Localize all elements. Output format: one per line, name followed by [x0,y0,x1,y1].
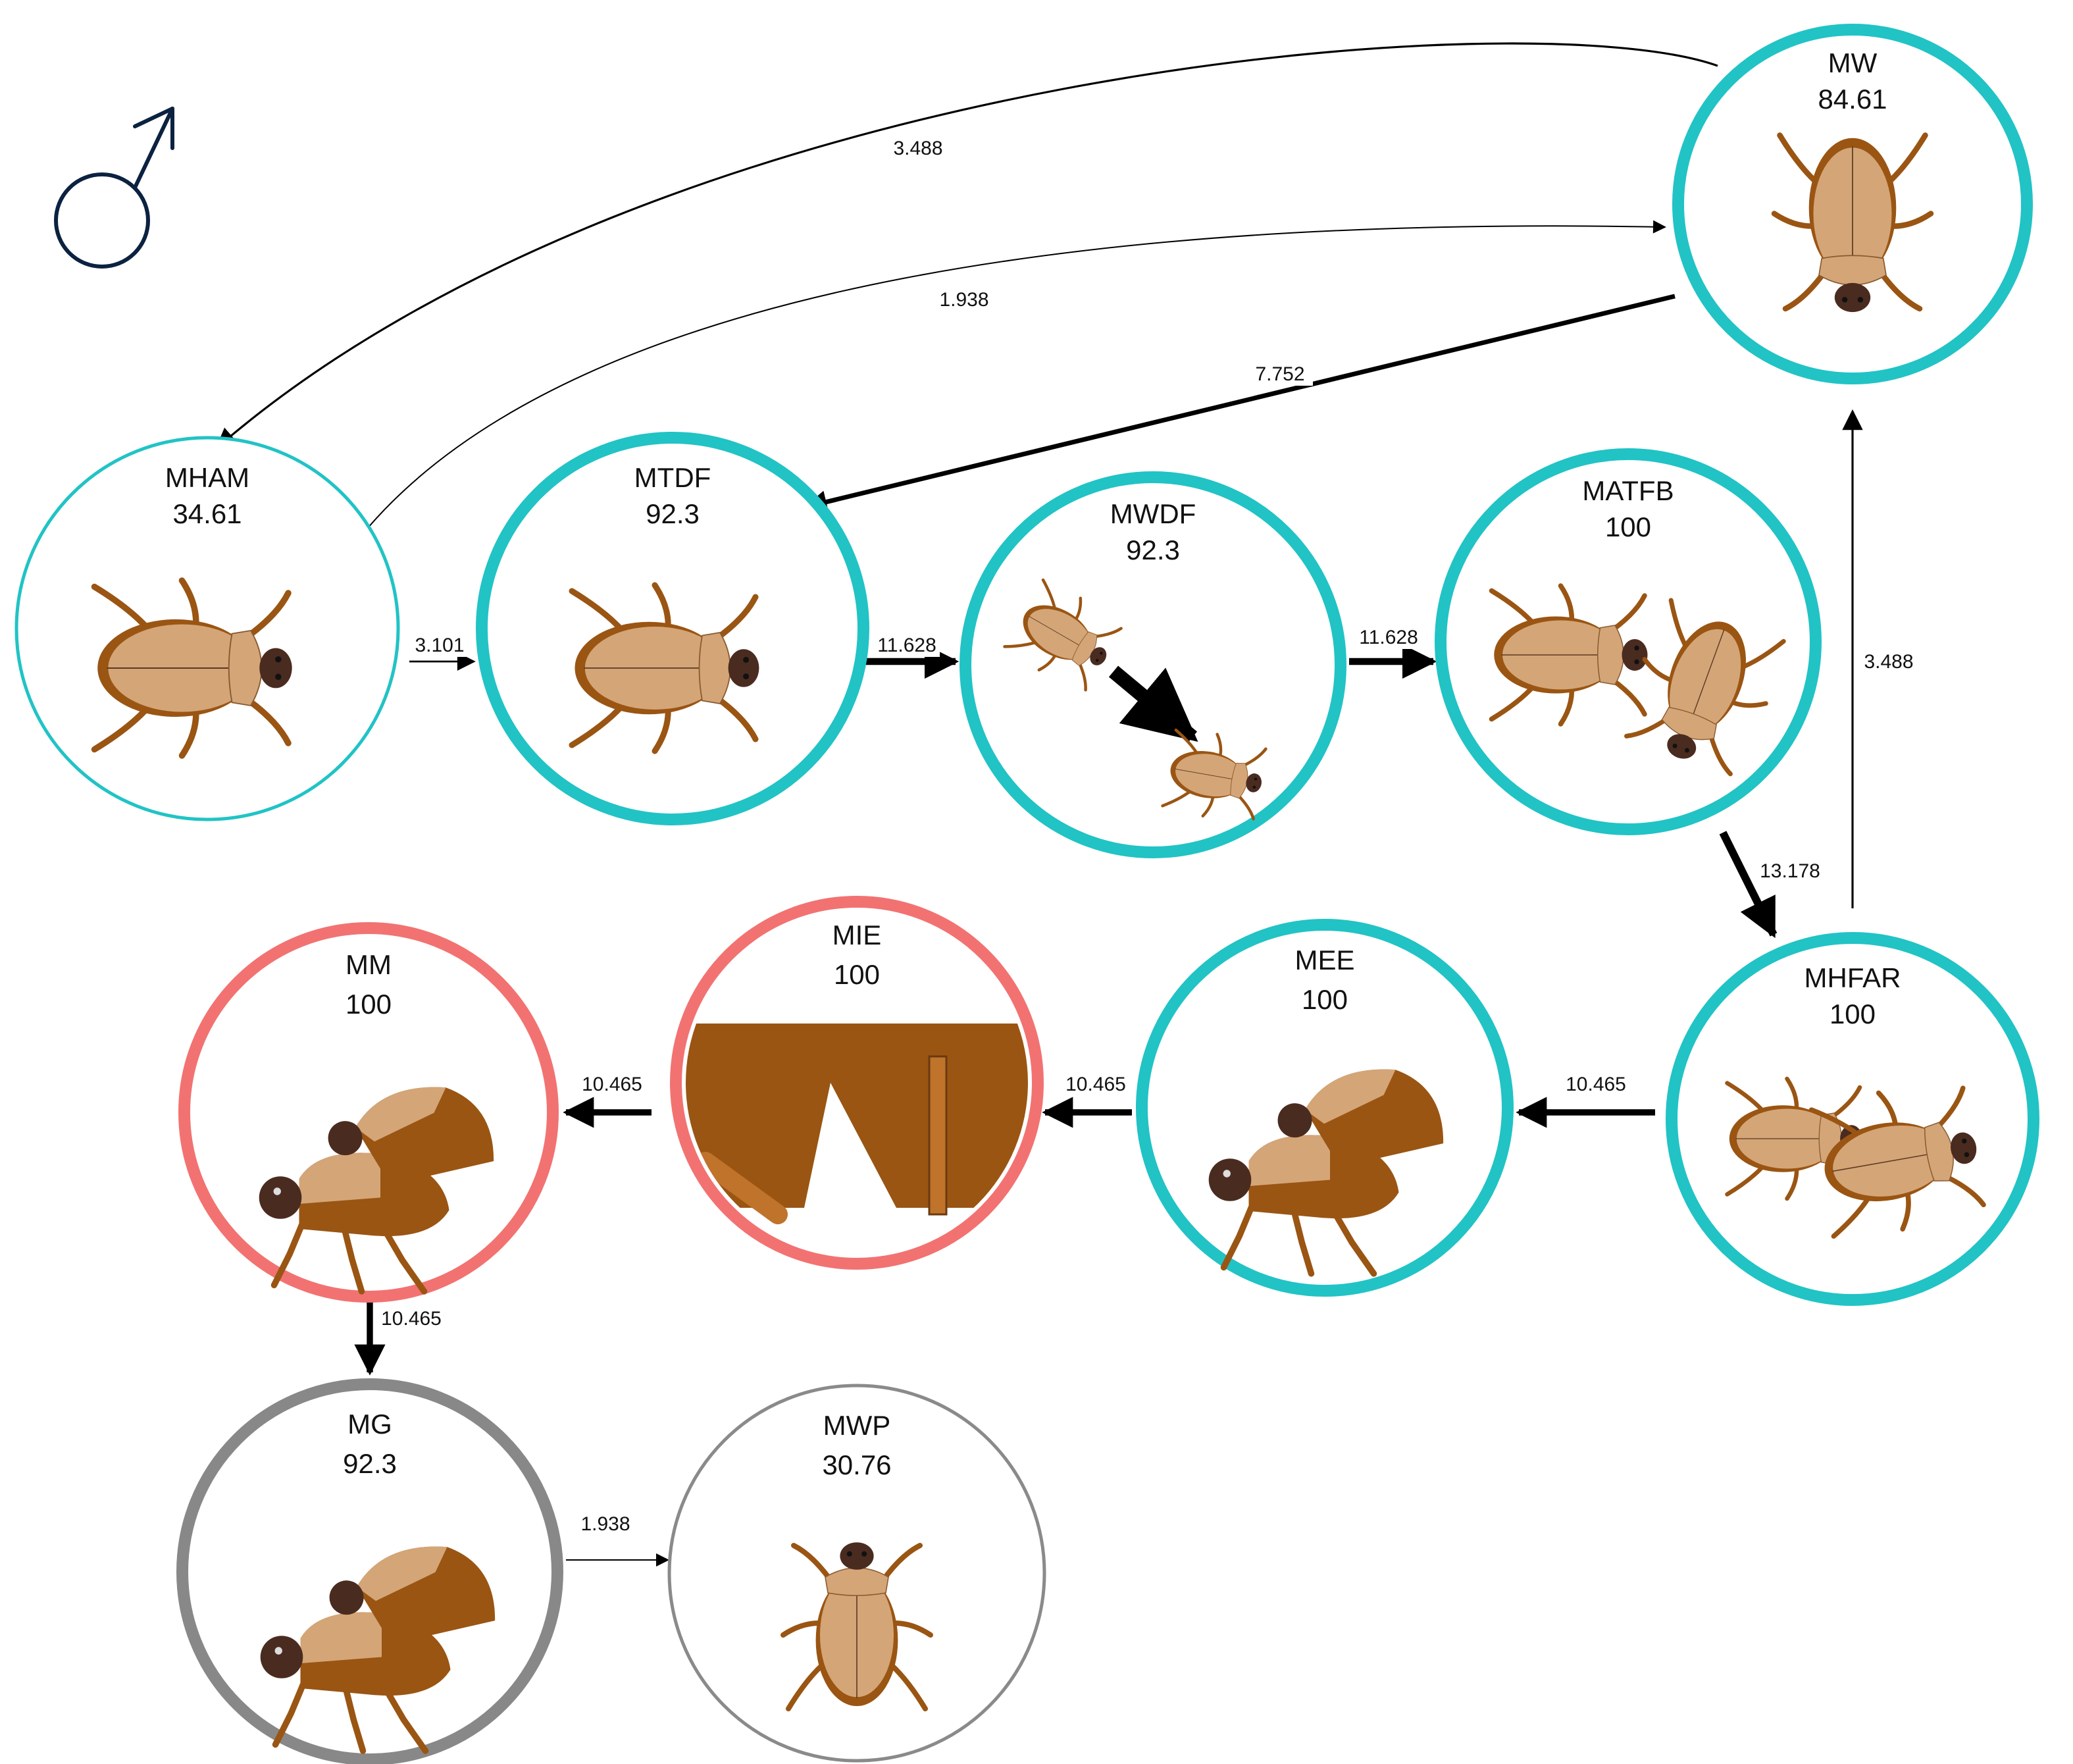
node-mwdf: MWDF 92.3 [960,471,1346,858]
node-matfb: MATFB 100 [1435,448,1822,835]
beetle-top-view-icon [780,1542,934,1712]
edge-label-bg [874,635,940,657]
edge-label-bg [573,1513,638,1536]
edge-mham-to-mw [360,220,1666,537]
edge-label-bg [378,1308,444,1330]
edges-layer: 3.488 1.938 7.752 3.101 11.628 11.628 13.178 3.… [215,42,1922,1567]
edge-mw-to-mtdf [804,294,1676,513]
node-value: 100 [346,989,392,1020]
node-ring [1666,932,2039,1306]
node-label: MIE [832,920,882,950]
beetle-top-view-icon [1624,598,1786,777]
edge-label-bg [1247,363,1313,386]
genitalia-closeup-icon [686,1024,1028,1224]
node-mhfar: MHFAR 100 [1666,932,2039,1306]
node-value: 30.76 [822,1449,891,1480]
node-mg: MG 92.3 [176,1378,563,1764]
edge-weight-label: 10.465 [582,1074,642,1095]
node-label: MWP [823,1410,891,1441]
edge-label-bg [885,138,951,160]
edge-mw-to-mham [215,42,1718,450]
node-label: MM [346,949,392,980]
edge-label-bg [931,289,997,311]
node-value: 92.3 [343,1448,397,1479]
edge-label-bg [579,1074,645,1096]
node-mwp: MWP 30.76 [667,1384,1046,1763]
node-ring [960,471,1346,858]
node-label: MWDF [1110,498,1196,529]
male-symbol-icon [54,107,174,269]
edge-weight-label: 10.465 [1065,1074,1126,1095]
edge-weight-label: 10.465 [1566,1074,1626,1095]
edge-label-bg [407,635,473,657]
edge-weight-label: 11.628 [877,635,936,656]
beetle-top-view-icon [1003,578,1123,692]
node-value: 92.3 [646,498,700,529]
edge-weight-label: 1.938 [939,289,988,311]
node-label: MEE [1294,945,1354,975]
edge-weight-label: 13.178 [1760,860,1820,882]
node-mee: MEE 100 [1136,919,1514,1297]
mating-pair-icon [260,1546,496,1754]
beetle-top-view-icon [1489,583,1648,727]
beetle-top-view-icon [1808,1085,1986,1239]
node-label: MATFB [1582,475,1674,506]
beetle-top-view-icon [569,582,759,754]
edge-matfb-to-mhfar [1719,831,1778,939]
beetle-top-view-icon [1771,132,1934,313]
edge-weight-label: 7.752 [1255,363,1304,385]
node-value: 100 [834,959,880,990]
node-label: MTDF [634,462,711,493]
node-value: 100 [1302,984,1348,1015]
node-label: MW [1828,47,1878,78]
edge-label-bg [1356,627,1421,649]
edge-weight-label: 10.465 [381,1308,442,1330]
edge-weight-label: 3.488 [1864,651,1913,673]
mating-pair-icon [259,1087,494,1295]
node-label: MHAM [165,462,249,493]
node-value: 84.61 [1818,84,1887,115]
node-label: MG [347,1409,392,1440]
edge-label-bg [1063,1074,1129,1096]
node-mham: MHAM 34.61 [14,436,400,821]
edge-weight-label: 3.101 [415,635,464,656]
edge-weight-label: 3.488 [893,138,942,159]
beetle-side-view-icon [1208,1135,1399,1277]
node-value: 100 [1830,999,1876,1029]
beetle-top-view-icon [1161,728,1267,821]
node-mie: MIE 100 [670,896,1044,1270]
edge-label-bg [1757,860,1823,883]
edge-label-bg [1563,1074,1629,1096]
edge-weight-label: 1.938 [580,1513,630,1535]
node-mtdf: MTDF 92.3 [476,432,869,825]
node-value: 92.3 [1126,534,1180,565]
node-value: 100 [1605,511,1651,542]
mating-pair-icon [1208,1069,1444,1277]
beetle-top-view-icon [91,577,292,759]
node-value: 34.61 [172,498,242,529]
node-mw: MW 84.61 [1672,24,2033,384]
edge-weight-label: 11.628 [1359,627,1418,648]
node-mm: MM 100 [178,922,559,1303]
movement-arrow-icon [1108,665,1198,743]
edge-label-bg [1856,651,1922,673]
node-label: MHFAR [1804,962,1901,993]
